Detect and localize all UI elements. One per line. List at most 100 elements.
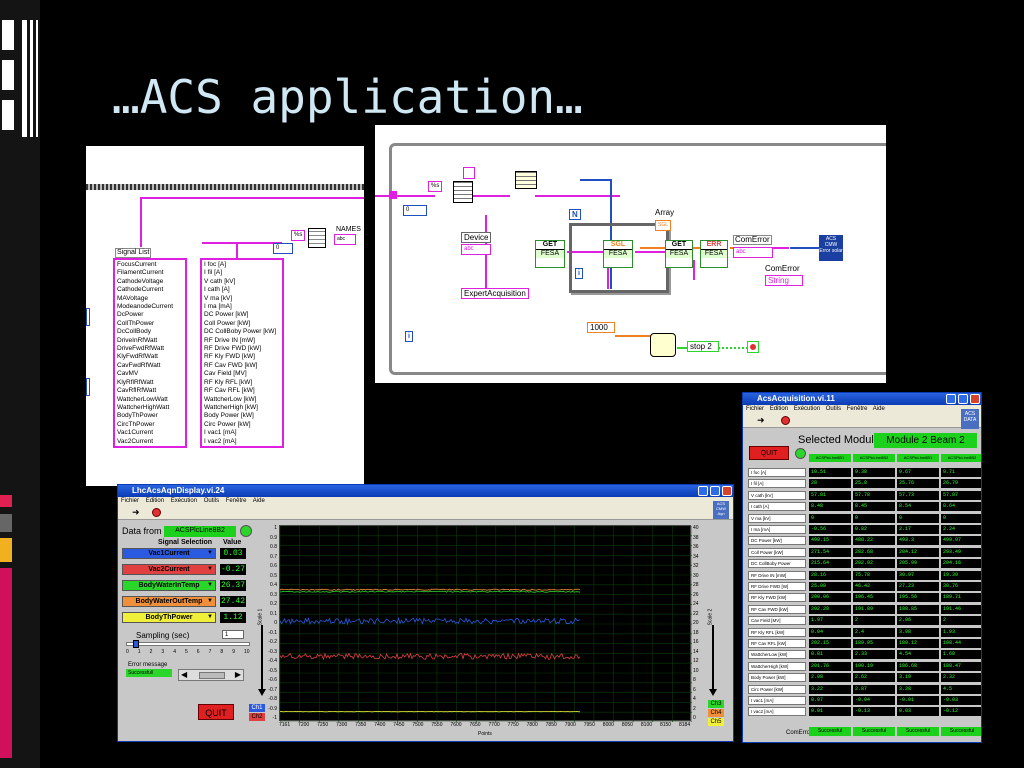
signal-selector[interactable]: Vac1Current▼	[122, 548, 216, 559]
signal-selector[interactable]: Vac2Current▼	[122, 564, 216, 575]
row-label: I vac1 [mA]	[748, 696, 806, 705]
menu-item-fichier[interactable]: Fichier	[746, 406, 765, 412]
menu-item-outils[interactable]: Outils	[203, 498, 220, 504]
expert-acquisition-constant[interactable]: ExpertAcquisition	[461, 288, 529, 299]
sampling-slider-thumb[interactable]	[133, 640, 139, 648]
wait-constant[interactable]: 1000	[587, 322, 615, 333]
signal-list-item: CollThPower	[117, 319, 155, 327]
chevron-down-icon[interactable]: ▼	[207, 550, 213, 556]
menu-item-fenetre[interactable]: Fenêtre	[225, 498, 247, 504]
y-left-tick: 0.3	[270, 591, 277, 598]
cell-value: 204.16	[941, 559, 981, 569]
row-label: WattcherLow [kW]	[748, 650, 806, 660]
comerror-label: ComError	[733, 235, 772, 245]
menu-item-edition[interactable]: Edition	[145, 498, 165, 504]
device-control[interactable]: abc	[461, 244, 491, 255]
signal-selector[interactable]: BodyThPower▼	[122, 612, 216, 623]
array-size-icon	[515, 171, 537, 189]
ch2-button[interactable]: Ch2	[249, 713, 265, 721]
scroll-right-icon[interactable]: ▶	[234, 670, 241, 679]
cell-value: 2	[853, 616, 895, 626]
row-label: I fil [A]	[748, 479, 806, 489]
fesa-err-node[interactable]: ERR FESA	[700, 240, 728, 268]
waveform-plot[interactable]	[279, 525, 693, 723]
scroll-left-icon[interactable]: ◀	[181, 670, 188, 679]
menu-item-fenetre[interactable]: Fenêtre	[846, 406, 868, 412]
names-list-item: WattcherLow [kW]	[204, 395, 257, 403]
menu-item-outils[interactable]: Outils	[825, 406, 842, 412]
x-tick: 7650	[469, 722, 481, 728]
sampling-slider[interactable]	[126, 640, 250, 648]
cell-value: 9.38	[853, 468, 895, 477]
array-label: Array	[655, 208, 675, 217]
index-constant[interactable]: 0	[273, 243, 293, 254]
scroll-thumb[interactable]	[199, 672, 225, 679]
minimize-button[interactable]	[946, 394, 956, 404]
comerror2-label: ComError	[765, 264, 800, 273]
signal-selector[interactable]: BodyWaterInTemp▼	[122, 580, 216, 591]
cell-value: -0.03	[941, 696, 981, 705]
menu-item-aide[interactable]: Aide	[872, 406, 885, 412]
ch4-button[interactable]: Ch4	[708, 709, 724, 717]
fesa-get-node[interactable]: GET FESA	[535, 240, 565, 268]
y-right-tick: 40	[693, 525, 699, 531]
ch1-button[interactable]: Ch1	[249, 704, 265, 712]
index-constant[interactable]: 0	[403, 205, 427, 216]
ch3-button[interactable]: Ch3	[708, 700, 724, 708]
signal-list-item: Vac1Current	[117, 429, 154, 437]
x-tick: 7950	[583, 722, 595, 728]
maximize-button[interactable]	[958, 394, 968, 404]
array-indicator: SGL	[655, 220, 672, 231]
decorative-bar	[30, 20, 33, 137]
menu-item-execution[interactable]: Exécution	[793, 406, 821, 412]
minimize-button[interactable]	[698, 486, 708, 496]
maximize-button[interactable]	[710, 486, 720, 496]
n-terminal: N	[569, 209, 581, 220]
signal-selector[interactable]: BodyWaterOutTemp▼	[122, 596, 216, 607]
close-button[interactable]	[970, 394, 980, 404]
x-tick: 8184	[679, 722, 691, 728]
module-selector[interactable]: Module 2 Beam 2	[874, 433, 977, 448]
x-tick: 7300	[336, 722, 348, 728]
stop-button-terminal[interactable]: stop 2	[687, 341, 719, 352]
cell-value: 0.07	[809, 696, 851, 705]
chevron-down-icon[interactable]: ▼	[207, 614, 213, 620]
cell-value: 2.62	[853, 673, 895, 683]
quit-button[interactable]: QUIT	[198, 704, 234, 720]
menu-item-aide[interactable]: Aide	[252, 498, 265, 504]
ch5-button[interactable]: Ch5	[708, 718, 724, 726]
y-right-tick: 24	[693, 601, 699, 607]
format-string-constant[interactable]: %s	[428, 181, 443, 192]
fesa-jget-node[interactable]: GET FESA	[665, 240, 693, 268]
chevron-down-icon[interactable]: ▼	[207, 566, 213, 572]
abort-icon[interactable]	[781, 416, 790, 425]
sampling-input[interactable]: 1	[222, 630, 244, 639]
cell-value: 8.45	[853, 502, 895, 512]
error-scroll[interactable]: ◀ ▶	[178, 669, 244, 681]
menu-item-edition[interactable]: Edition	[769, 406, 789, 412]
cell-value: 30.76	[941, 582, 981, 591]
cell-value: 57.81	[809, 490, 851, 500]
menu-item-execution[interactable]: Exécution	[170, 498, 198, 504]
cell-value: 3.98	[897, 627, 939, 637]
chevron-down-icon[interactable]: ▼	[207, 582, 213, 588]
run-arrow-icon[interactable]: ➜	[132, 507, 140, 517]
format-string-constant[interactable]: %s	[291, 230, 306, 241]
status-led	[795, 448, 806, 459]
cell-value: 1.68	[941, 650, 981, 660]
quit-button[interactable]: QUIT	[749, 446, 789, 460]
menu-item-fichier[interactable]: Fichier	[121, 498, 140, 504]
slider-tick-label: 8	[220, 649, 224, 655]
run-arrow-icon[interactable]: ➜	[757, 415, 765, 425]
abort-icon[interactable]	[152, 508, 161, 517]
fesa-sgl-node[interactable]: SGL FESA	[603, 240, 633, 268]
close-button[interactable]	[722, 486, 732, 496]
chevron-down-icon[interactable]: ▼	[207, 598, 213, 604]
cell-value: -0.04	[853, 696, 895, 705]
row-label: Coll Power [kW]	[748, 547, 806, 557]
